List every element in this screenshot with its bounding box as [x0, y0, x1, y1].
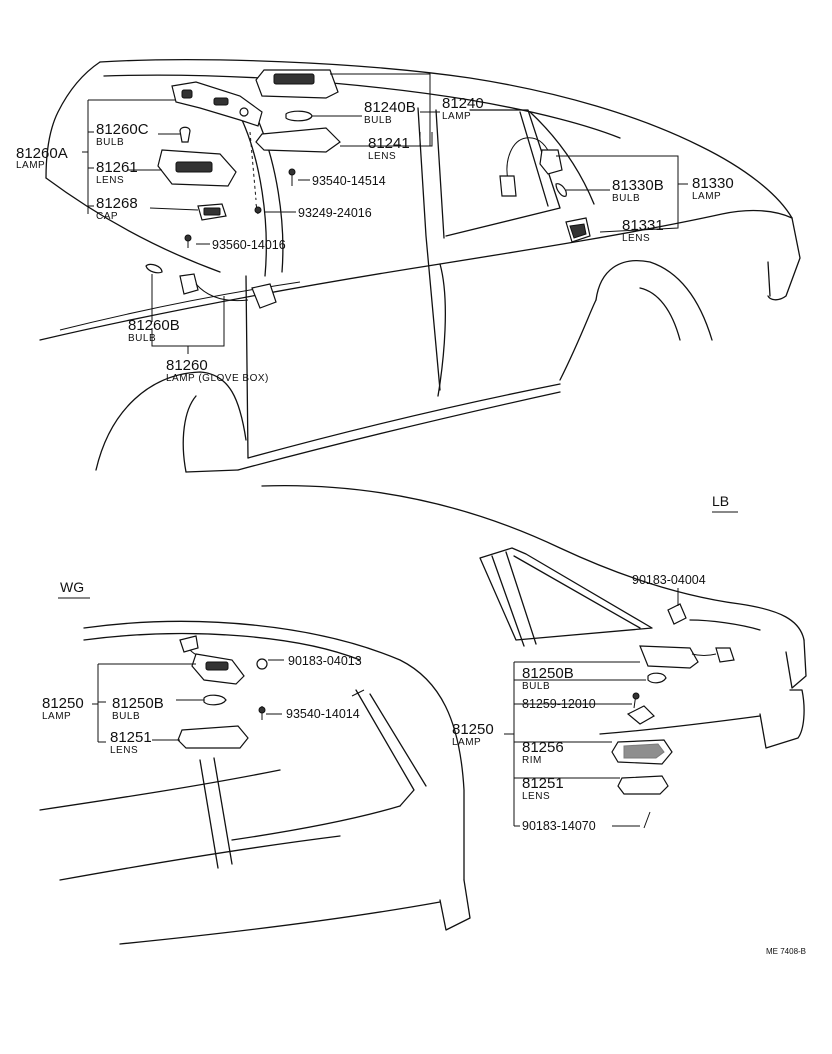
wg-car-body: [39, 620, 471, 945]
label-81331: 81331: [622, 217, 664, 234]
label-81260c-sub: BULB: [96, 137, 124, 148]
label-81330b: 81330B: [612, 177, 664, 194]
label-81241-sub: LENS: [368, 151, 396, 162]
label-81261: 81261: [96, 159, 138, 176]
label-81260c: 81260C: [96, 121, 149, 138]
label-wg-90183-04013: 90183-04013: [288, 654, 362, 668]
variant-lb-label: LB: [712, 493, 729, 509]
label-93249-24016: 93249-24016: [298, 206, 372, 220]
label-81330b-sub: BULB: [612, 193, 640, 204]
label-81240-sub: LAMP: [442, 111, 471, 122]
wg-leaders: [92, 659, 284, 743]
label-wg-81250b-sub: BULB: [112, 711, 140, 722]
label-81260b: 81260B: [128, 317, 180, 334]
label-wg-81250-sub: LAMP: [42, 711, 71, 722]
label-81331-sub: LENS: [622, 233, 650, 244]
glove-box-lamp-81260: [145, 263, 277, 309]
label-81240b: 81240B: [364, 99, 416, 116]
wg-lamp-parts: [177, 635, 268, 749]
labels-lb: 90183-04004 81250B BULB 81259-12010 8125…: [452, 573, 706, 833]
label-81240: 81240: [442, 95, 484, 112]
label-lb-81250b: 81250B: [522, 665, 574, 682]
labels-top: 81260A LAMP 81260C BULB 81261 LENS 81268…: [16, 95, 734, 384]
dome-lamp-81240: [255, 69, 341, 153]
label-lb-81259-12010: 81259-12010: [522, 697, 596, 711]
lb-car-body: [261, 484, 807, 749]
label-lb-81256-sub: RIM: [522, 755, 542, 766]
label-81268-sub: CAP: [96, 211, 118, 222]
labels-wg: 90183-04013 81250 LAMP 81250B BULB 93540…: [42, 654, 362, 756]
label-81260-sub: LAMP (GLOVE BOX): [166, 373, 269, 384]
map-lamp-81260a: [157, 81, 263, 221]
label-81330-sub: LAMP: [692, 191, 721, 202]
label-lb-81256: 81256: [522, 739, 564, 756]
label-81260b-sub: BULB: [128, 333, 156, 344]
label-81241: 81241: [368, 135, 410, 152]
label-lb-81250: 81250: [452, 721, 494, 738]
label-lb-90183-04004: 90183-04004: [632, 573, 706, 587]
variant-wg-label: WG: [60, 579, 84, 595]
label-81240b-sub: BULB: [364, 115, 392, 126]
label-wg-93540-14014: 93540-14014: [286, 707, 360, 721]
leaders-top: [82, 73, 688, 354]
label-81330: 81330: [692, 175, 734, 192]
label-lb-81251-sub: LENS: [522, 791, 550, 802]
label-81260a: 81260A: [16, 145, 68, 162]
label-wg-81251-sub: LENS: [110, 745, 138, 756]
label-wg-81251: 81251: [110, 729, 152, 746]
label-wg-81250b: 81250B: [112, 695, 164, 712]
courtesy-lamp-81330: [499, 137, 591, 243]
label-lb-81250-sub: LAMP: [452, 737, 481, 748]
label-lb-90183-14070: 90183-14070: [522, 819, 596, 833]
label-81261-sub: LENS: [96, 175, 124, 186]
label-81260: 81260: [166, 357, 208, 374]
lb-lamp-parts: [611, 603, 735, 829]
label-lb-81251: 81251: [522, 775, 564, 792]
labels-variants: LB WG: [60, 493, 729, 595]
label-93560-14016: 93560-14016: [212, 238, 286, 252]
label-wg-81250: 81250: [42, 695, 84, 712]
label-93540-14514: 93540-14514: [312, 174, 386, 188]
label-lb-81250b-sub: BULB: [522, 681, 550, 692]
label-81268: 81268: [96, 195, 138, 212]
lb-leaders: [58, 511, 738, 827]
label-81260a-sub: LAMP: [16, 160, 45, 171]
screws-top-left: [184, 131, 296, 248]
diagram-reference-code: ME 7408-B: [766, 947, 806, 956]
